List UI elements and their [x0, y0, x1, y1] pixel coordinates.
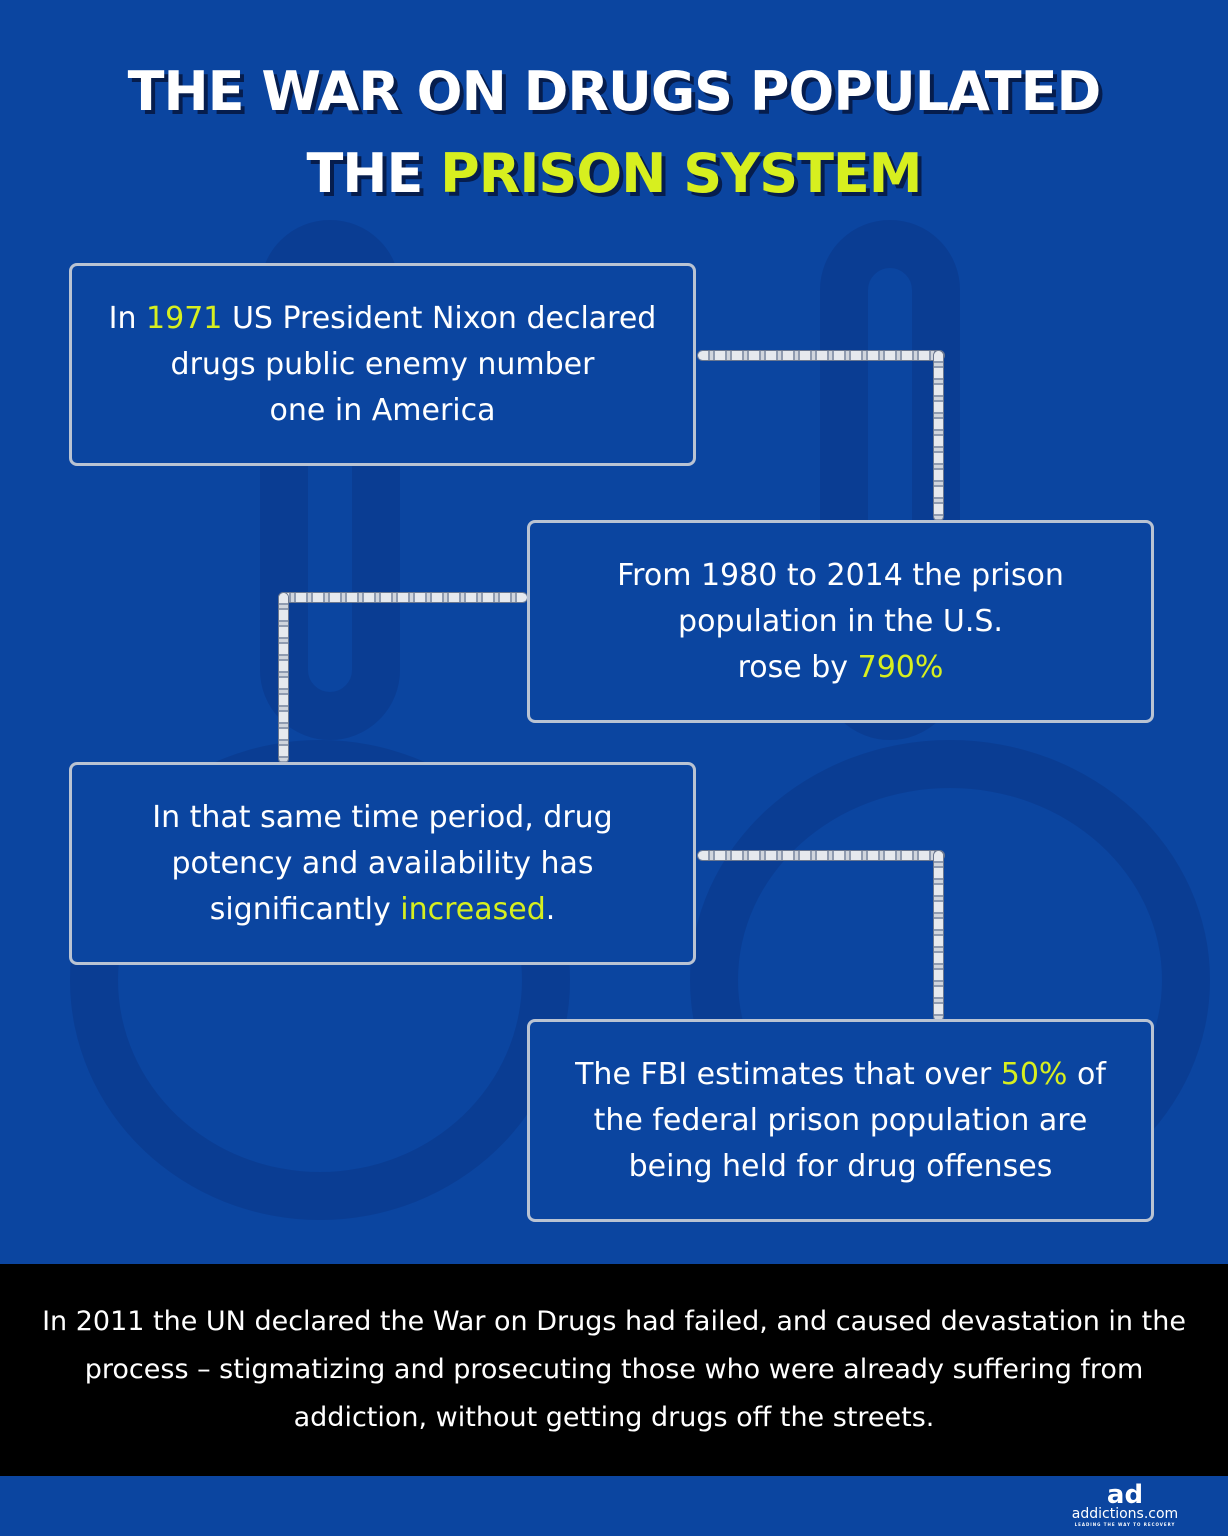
chain-connector	[279, 593, 527, 602]
fact-line: potency and availability has	[171, 845, 594, 881]
fact-box-4: The FBI estimates that over 50% of the f…	[527, 1019, 1154, 1222]
fact-line: The FBI estimates that over 50% of	[575, 1052, 1106, 1098]
fact-box-2: From 1980 to 2014 the prison population …	[527, 520, 1154, 723]
footer-banner: In 2011 the UN declared the War on Drugs…	[0, 1264, 1228, 1476]
highlight-word: increased	[400, 891, 546, 927]
chain-connector	[698, 851, 944, 860]
footer-text: In 2011 the UN declared the War on Drugs…	[42, 1306, 1186, 1433]
fact-box-3: In that same time period, drug potency a…	[69, 762, 696, 965]
addictions-logo[interactable]: ad addictions.com LEADING THE WAY TO REC…	[1060, 1480, 1190, 1527]
highlight-percent: 790%	[857, 649, 944, 685]
title-line-2: THE PRISON SYSTEM	[0, 142, 1228, 205]
logo-mark-icon: ad	[1106, 1480, 1144, 1510]
text: In	[108, 300, 147, 336]
fact-line: rose by 790%	[738, 645, 944, 691]
fact-line: the federal prison population are	[593, 1102, 1088, 1138]
fact-line: one in America	[269, 392, 496, 428]
chain-connector	[934, 351, 943, 521]
fact-line: drugs public enemy number	[170, 346, 595, 382]
text: of	[1067, 1056, 1106, 1092]
fact-line: In that same time period, drug	[152, 799, 613, 835]
fact-line: significantly increased.	[210, 887, 556, 933]
fact-line: population in the U.S.	[678, 603, 1003, 639]
fact-line: From 1980 to 2014 the prison	[617, 557, 1064, 593]
highlight-percent: 50%	[1000, 1056, 1068, 1092]
text: significantly	[209, 891, 401, 927]
text: US President Nixon declared	[222, 300, 657, 336]
chain-connector	[698, 351, 944, 360]
text: rose by	[737, 649, 858, 685]
chain-connector	[279, 593, 288, 763]
logo-name: addictions.com	[1071, 1506, 1179, 1522]
fact-box-1: In 1971 US President Nixon declared drug…	[69, 263, 696, 466]
fact-line: In 1971 US President Nixon declared	[109, 296, 657, 342]
chain-connector	[934, 851, 943, 1021]
text: The FBI estimates that over	[575, 1056, 1001, 1092]
text: .	[545, 891, 556, 927]
fact-line: being held for drug offenses	[628, 1148, 1053, 1184]
title-line-1: THE WAR ON DRUGS POPULATED	[127, 60, 1102, 123]
logo-tagline: LEADING THE WAY TO RECOVERY	[1074, 1522, 1176, 1527]
title-text: THE	[306, 142, 441, 205]
highlight-year: 1971	[146, 300, 223, 336]
title-highlight: PRISON SYSTEM	[440, 142, 922, 205]
